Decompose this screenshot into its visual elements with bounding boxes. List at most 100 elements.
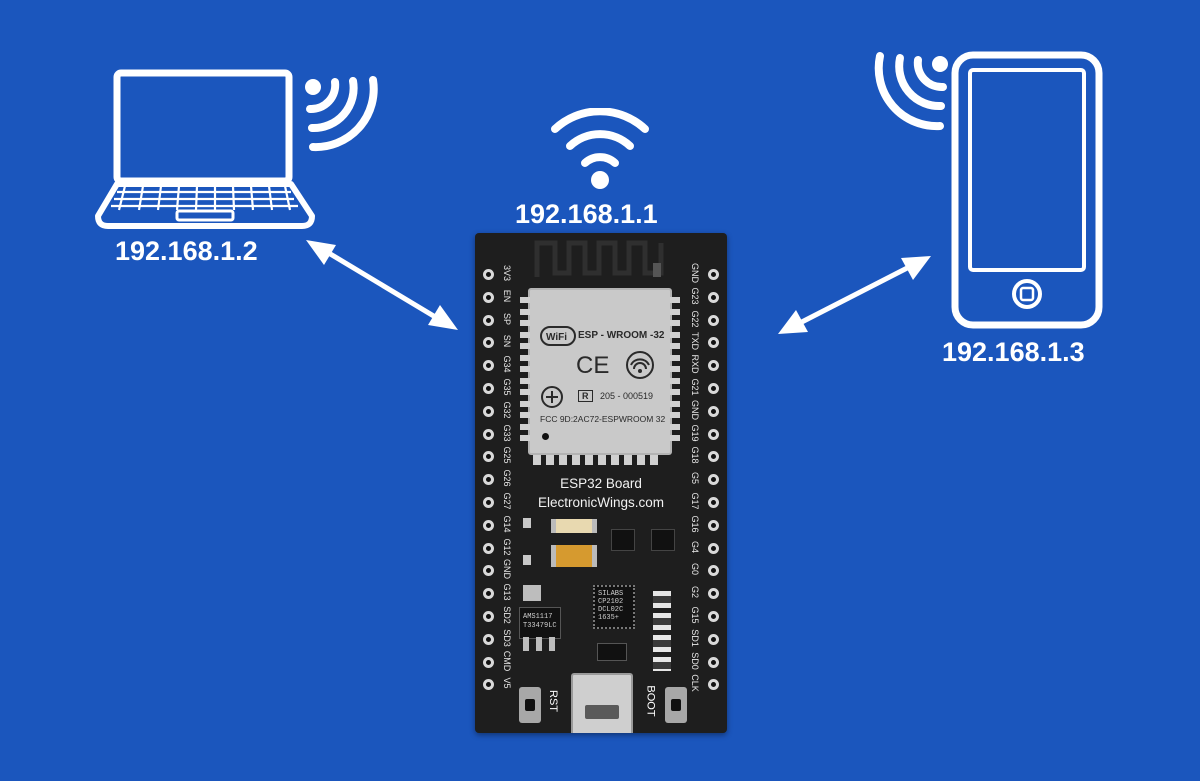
wifi-certified-icon bbox=[626, 351, 654, 379]
module-side-pad bbox=[520, 400, 530, 407]
pin-hole bbox=[483, 565, 494, 577]
pin-label: G33 bbox=[502, 424, 512, 442]
pin-label: SD0 bbox=[690, 651, 700, 670]
wifi-icon bbox=[551, 108, 649, 189]
pin-hole bbox=[708, 337, 719, 349]
esp-wroom-module: WiFi ESP - WROOM -32 CE R 205 - 000519 F… bbox=[528, 288, 672, 455]
pin-label: G17 bbox=[690, 492, 700, 510]
micro-usb-port[interactable] bbox=[571, 673, 633, 733]
pin-label: SD2 bbox=[502, 606, 512, 624]
ce-mark: CE bbox=[576, 352, 610, 379]
pin-label: G21 bbox=[690, 378, 700, 396]
pin-label: SN bbox=[502, 335, 512, 348]
module-side-pad bbox=[520, 297, 530, 303]
pin-hole bbox=[708, 405, 719, 417]
pin-hole bbox=[708, 497, 719, 508]
transistor bbox=[651, 529, 675, 551]
module-side-pad bbox=[520, 343, 530, 349]
boot-button[interactable] bbox=[665, 687, 687, 723]
pin-label: TXD bbox=[690, 332, 700, 351]
board-title: ESP32 Board bbox=[560, 476, 642, 491]
pin-label: G22 bbox=[690, 310, 700, 328]
pin-label: G27 bbox=[502, 492, 512, 510]
pin-hole bbox=[483, 291, 494, 303]
module-side-pad bbox=[670, 377, 680, 384]
pin-hole bbox=[483, 451, 494, 463]
pin-hole bbox=[708, 383, 719, 394]
chip-line2: CP2102 bbox=[598, 598, 624, 606]
pin-label: GND bbox=[502, 559, 512, 580]
esp32-board: WiFi ESP - WROOM -32 CE R 205 - 000519 F… bbox=[475, 233, 727, 733]
pin-label: CMD bbox=[502, 650, 512, 671]
pin-hole bbox=[708, 656, 719, 668]
pin-hole bbox=[483, 542, 494, 554]
module-side-pad bbox=[520, 331, 530, 338]
pin-label: GND bbox=[690, 399, 700, 420]
pin-hole bbox=[708, 451, 719, 463]
pin-hole bbox=[483, 497, 494, 508]
voltage-regulator: AMS1117 T33479LC bbox=[519, 607, 561, 639]
module-side-pad bbox=[520, 389, 530, 395]
module-pad bbox=[650, 455, 658, 465]
module-pads bbox=[533, 455, 663, 465]
module-side-pad bbox=[670, 354, 680, 361]
pin-hole bbox=[483, 474, 494, 486]
module-pad bbox=[624, 455, 632, 465]
pin-hole bbox=[708, 360, 719, 372]
pin-label: G15 bbox=[690, 606, 700, 624]
pin-hole bbox=[708, 565, 719, 577]
pin-label: G5 bbox=[690, 472, 700, 485]
pin-label: G2 bbox=[690, 586, 700, 599]
module-name: ESP - WROOM -32 bbox=[578, 330, 665, 341]
small-part bbox=[523, 555, 531, 565]
pin-hole bbox=[708, 679, 719, 691]
laptop-ip-label: 192.168.1.2 bbox=[115, 236, 258, 266]
module-pad bbox=[533, 455, 541, 465]
pin-label: RXD bbox=[690, 354, 700, 374]
pin-label: G12 bbox=[502, 538, 512, 556]
pin-label: G23 bbox=[690, 287, 700, 305]
pin-hole bbox=[483, 656, 494, 668]
usb-uart-chip: SILABS CP2102 DCL02C 1635+ bbox=[593, 585, 635, 629]
pin-label: G35 bbox=[502, 378, 512, 396]
pin-hole bbox=[708, 314, 719, 326]
module-pad bbox=[546, 455, 554, 465]
module-side-pad bbox=[670, 308, 680, 315]
small-part bbox=[523, 518, 531, 528]
module-pad bbox=[559, 455, 567, 465]
pin-label: G25 bbox=[502, 446, 512, 464]
pin-hole bbox=[708, 474, 719, 486]
pin-hole bbox=[483, 428, 494, 440]
pin-hole bbox=[483, 314, 494, 326]
module-side-pad bbox=[670, 423, 680, 430]
module-side-pad bbox=[670, 343, 680, 349]
module-side-pad bbox=[520, 320, 530, 326]
rst-label: RST bbox=[547, 690, 559, 712]
pin-hole bbox=[483, 269, 494, 280]
pin-label: GND bbox=[690, 263, 700, 283]
pin-hole bbox=[708, 428, 719, 440]
module-side-pad bbox=[670, 331, 680, 338]
pin-hole bbox=[483, 588, 494, 600]
module-side-pad bbox=[520, 354, 530, 361]
boot-label: BOOT bbox=[644, 685, 657, 717]
module-cert: 205 - 000519 bbox=[600, 391, 654, 401]
pin-hole bbox=[483, 611, 494, 622]
regulator-leads bbox=[523, 637, 555, 651]
pin-hole bbox=[708, 611, 719, 622]
phone-ip-label: 192.168.1.3 bbox=[942, 337, 1085, 367]
pin-label: G19 bbox=[690, 424, 700, 442]
pin-label: G16 bbox=[690, 515, 700, 533]
module-side-pad bbox=[520, 435, 530, 441]
module-side-pad bbox=[670, 366, 680, 372]
smd-parts bbox=[653, 591, 671, 671]
capacitor bbox=[551, 519, 597, 533]
pin-label: SP bbox=[502, 312, 512, 325]
pin-label: SD1 bbox=[690, 629, 700, 647]
phone-wifi-icon bbox=[874, 52, 948, 131]
pin-label: G13 bbox=[502, 583, 512, 601]
laptop-icon bbox=[95, 69, 315, 229]
rst-button[interactable] bbox=[519, 687, 541, 723]
pin-hole bbox=[483, 679, 494, 691]
pin-label: CLK bbox=[690, 674, 700, 693]
